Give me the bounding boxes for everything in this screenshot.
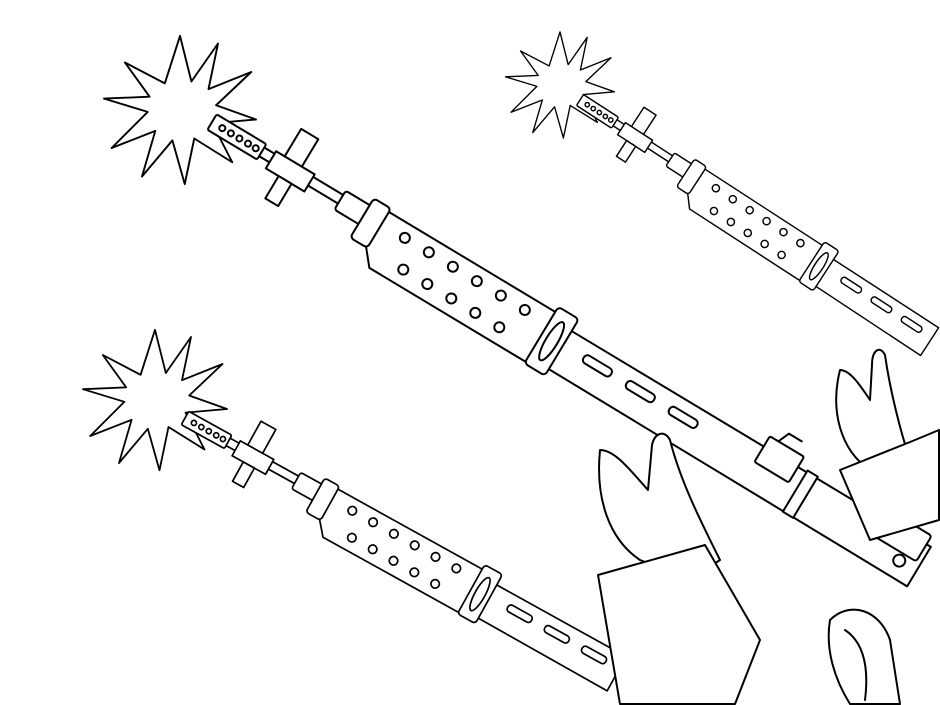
muzzle-flash-icon — [103, 34, 257, 186]
hand-center — [597, 432, 761, 705]
hand-right — [835, 348, 940, 541]
rifle-bottom — [165, 387, 628, 692]
rifle-top-left — [187, 86, 940, 588]
muzzle-flash-icon — [504, 31, 616, 139]
rifle-top-right — [561, 75, 940, 357]
muzzle-flash-icon — [82, 328, 228, 472]
hand-bottom-right — [827, 608, 901, 705]
